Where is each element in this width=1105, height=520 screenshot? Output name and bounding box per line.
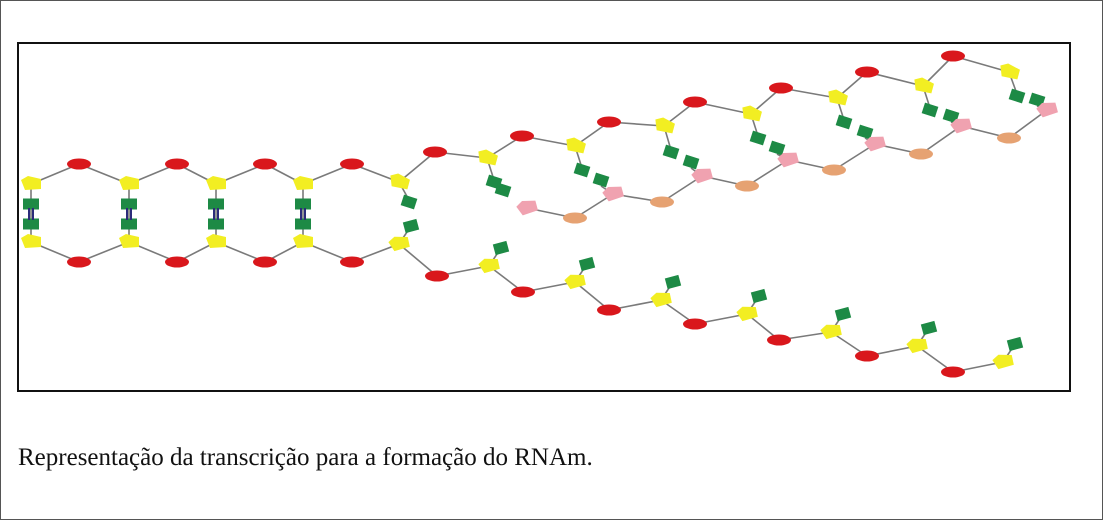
- base-square: [121, 198, 137, 210]
- base-square: [573, 162, 591, 178]
- backbone-link: [920, 125, 962, 155]
- phosphate-ellipse: [423, 146, 447, 158]
- base-square: [295, 218, 311, 230]
- sugar-pentagon: [655, 117, 675, 134]
- sugar-pentagon: [1000, 63, 1020, 80]
- backbone-link: [398, 243, 438, 277]
- rna-sugar-pentagon: [950, 118, 972, 134]
- phosphate-ellipse: [855, 350, 879, 362]
- base-square: [121, 218, 137, 230]
- base-square: [23, 198, 39, 210]
- phosphate-ellipse: [941, 366, 965, 378]
- base-square: [835, 114, 853, 130]
- phosphate-ellipse: [769, 82, 793, 94]
- phosphate-ellipse: [253, 158, 277, 170]
- rna-phosphate-ellipse: [822, 164, 846, 176]
- sugar-pentagon: [293, 176, 313, 190]
- phosphate-ellipse: [67, 158, 91, 170]
- base-square: [578, 256, 596, 272]
- rna-sugar-pentagon: [864, 136, 886, 152]
- sugar-pentagon: [206, 176, 226, 190]
- base-square: [1006, 336, 1024, 352]
- base-square: [856, 124, 874, 140]
- base-square: [942, 108, 960, 124]
- rna-phosphate-ellipse: [909, 148, 933, 160]
- base-square: [1008, 88, 1026, 104]
- rna-sugar-pentagon: [691, 168, 713, 184]
- phosphate-ellipse: [597, 116, 621, 128]
- rna-sugar-pentagon: [516, 200, 538, 216]
- base-square: [492, 240, 510, 256]
- rna-phosphate-ellipse: [563, 212, 587, 224]
- phosphate-ellipse: [253, 256, 277, 268]
- base-square: [295, 198, 311, 210]
- phosphate-ellipse: [683, 96, 707, 108]
- sugar-pentagon: [906, 338, 928, 354]
- sugar-pentagon: [914, 77, 934, 94]
- base-square: [920, 320, 938, 336]
- sugar-pentagon: [293, 234, 313, 248]
- base-square: [662, 144, 680, 160]
- phosphate-ellipse: [855, 66, 879, 78]
- phosphate-ellipse: [510, 130, 534, 142]
- backbone-link: [398, 151, 436, 183]
- base-square: [23, 218, 39, 230]
- sugar-pentagon: [119, 176, 139, 190]
- figure-caption: Representação da transcrição para a form…: [18, 444, 593, 471]
- phosphate-ellipse: [683, 318, 707, 330]
- phosphate-ellipse: [165, 158, 189, 170]
- sugar-pentagon: [21, 234, 41, 248]
- sugar-pentagon: [388, 236, 410, 252]
- sugar-pentagon: [650, 292, 672, 308]
- base-square: [402, 218, 420, 234]
- phosphate-ellipse: [340, 256, 364, 268]
- base-square: [749, 130, 767, 146]
- phosphate-ellipse: [425, 270, 449, 282]
- base-square: [494, 182, 512, 198]
- base-square: [682, 154, 700, 170]
- phosphate-ellipse: [511, 286, 535, 298]
- rna-sugar-pentagon: [1036, 102, 1058, 118]
- base-square: [592, 172, 610, 188]
- base-square: [400, 194, 418, 210]
- rna-phosphate-ellipse: [650, 196, 674, 208]
- sugar-pentagon: [390, 173, 410, 190]
- base-square: [208, 218, 224, 230]
- base-square: [834, 306, 852, 322]
- sugar-pentagon: [478, 149, 498, 166]
- sugar-pentagon: [820, 324, 842, 340]
- sugar-pentagon: [742, 105, 762, 122]
- base-square: [1028, 92, 1046, 108]
- sugar-pentagon: [206, 234, 226, 248]
- base-square: [750, 288, 768, 304]
- sugar-pentagon: [478, 258, 500, 274]
- rna-sugar-pentagon: [602, 186, 624, 202]
- transcription-diagram: [17, 42, 1071, 392]
- phosphate-ellipse: [597, 304, 621, 316]
- dna-rna-diagram-svg: [21, 50, 1058, 378]
- sugar-pentagon: [21, 176, 41, 190]
- base-square: [921, 102, 939, 118]
- sugar-pentagon: [736, 306, 758, 322]
- sugar-pentagon: [566, 137, 586, 154]
- rna-phosphate-ellipse: [735, 180, 759, 192]
- rna-phosphate-ellipse: [997, 132, 1021, 144]
- sugar-pentagon: [564, 274, 586, 290]
- phosphate-ellipse: [941, 50, 965, 62]
- phosphate-ellipse: [767, 334, 791, 346]
- base-square: [768, 140, 786, 156]
- phosphate-ellipse: [67, 256, 91, 268]
- phosphate-ellipse: [340, 158, 364, 170]
- sugar-pentagon: [119, 234, 139, 248]
- base-square: [208, 198, 224, 210]
- sugar-pentagon: [992, 354, 1014, 370]
- sugar-pentagon: [828, 89, 848, 106]
- base-square: [664, 274, 682, 290]
- rna-sugar-pentagon: [777, 152, 799, 168]
- phosphate-ellipse: [165, 256, 189, 268]
